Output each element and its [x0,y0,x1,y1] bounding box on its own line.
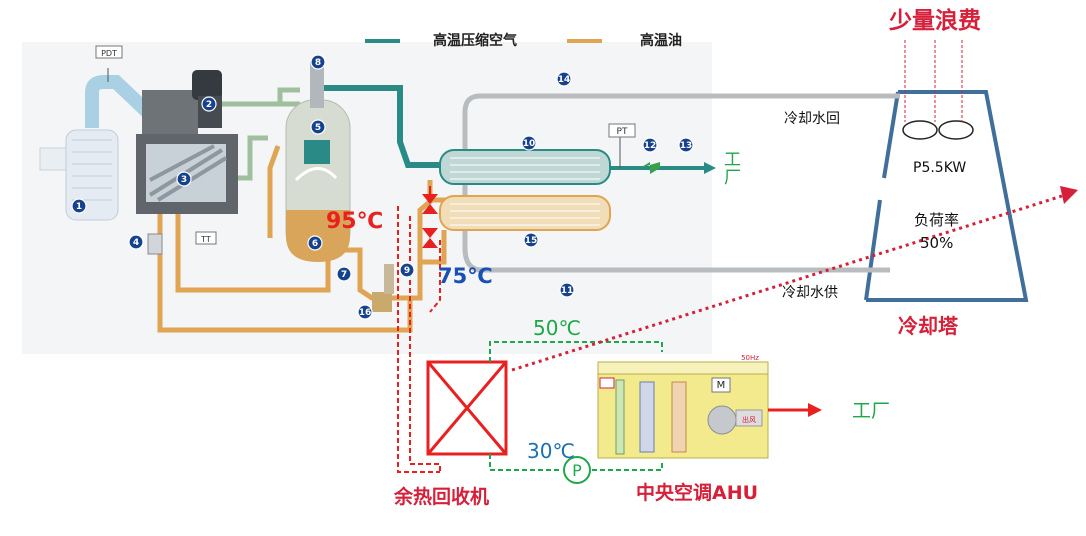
thermostat-valve [372,292,392,312]
badge-numbers: 1 2 3 4 5 6 7 8 9 10 11 12 13 14 15 16 [76,58,692,318]
badge-16: 16 [359,308,372,318]
load-rate-value: 50% [920,234,954,252]
badge-7: 7 [341,270,347,280]
pt-sensor [608,123,636,138]
valve-12-icon [640,162,660,174]
energy-arrow-head-icon [1060,186,1078,204]
oil-separator-tank [285,62,351,262]
badge-3: 3 [181,175,187,185]
badge-10: 10 [523,139,536,149]
fan-power-label: P5.5KW [913,160,967,176]
ahu-factory-label: 工厂 [852,400,891,422]
pdt-label: PDT [101,49,117,58]
badge-13: 13 [680,141,693,151]
badge-8: 8 [315,58,321,68]
badge-1: 1 [76,202,82,212]
pump-icon [563,456,591,484]
separator-pipes [222,87,300,181]
heat-recovery-oil-loop [397,206,441,473]
energy-recovery-arrow [511,194,1063,372]
water-cold-temp: 30℃ [527,439,575,463]
motor-icon [39,129,119,221]
pdt-sensor [95,45,123,59]
outlet-label: 出风 [742,415,756,424]
ahu-unit [597,361,769,459]
badge-4: 4 [133,238,139,248]
ahu-title: 中央空调AHU [636,482,759,504]
heat-recovery-machine [426,360,508,456]
pressure-gauge [147,233,163,255]
badge-2: 2 [206,100,212,110]
intake-duct [85,75,163,128]
air-cooler [439,149,611,185]
load-rate-label: 负荷率 [914,211,960,229]
oil-hot-temp: 95℃ [326,209,384,234]
hot-water-loop [489,341,663,471]
cooling-return-label: 冷却水回 [784,111,840,127]
heat-recovery-title: 余热回收机 [394,486,490,508]
pt-label: PT [617,127,628,137]
badge-9: 9 [404,266,410,276]
cooling-supply-label: 冷却水供 [782,285,838,301]
oil-filter [384,264,394,294]
badge-12: 12 [644,141,657,151]
badge-14: 14 [558,75,571,85]
pump-label: P [572,461,582,480]
discharge-arrow-icon [704,162,716,174]
freq-label: 50Hz [741,354,759,362]
oil-return-temp: 75℃ [438,264,493,288]
cooling-tower [864,90,1029,302]
hot-oil-valves [422,186,438,248]
badge-15: 15 [525,236,538,246]
water-hot-temp: 50℃ [533,316,581,340]
component-badges [71,54,694,320]
motor-label: M [717,380,726,391]
cooling-tower-title: 冷却塔 [898,314,958,338]
fan-icon [902,120,974,140]
badge-5: 5 [315,123,321,133]
tt-sensor [195,231,217,245]
waste-title: 少量浪费 [889,8,981,34]
factory-outlet-label: 工 厂 [724,150,741,188]
oil-cooler [439,195,611,231]
badge-6: 6 [312,239,318,249]
tt-label: TT [200,235,211,244]
legend-oil-label: 高温油 [640,33,682,49]
ahu-outlet-arrow-icon [808,403,822,417]
legend-air-label: 高温压缩空气 [433,33,517,49]
badge-11: 11 [561,286,574,296]
waste-indicator-lines [904,40,963,122]
